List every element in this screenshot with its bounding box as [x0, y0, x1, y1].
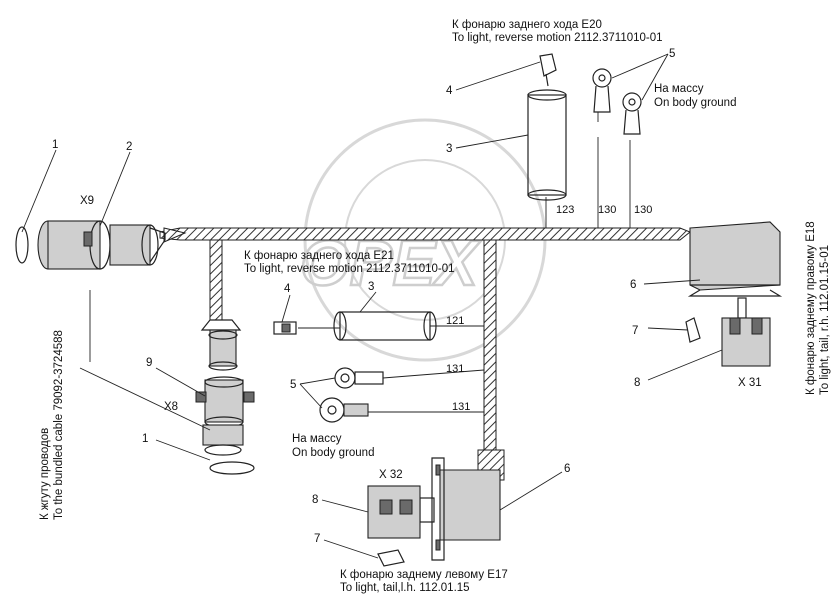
wire-123: 123: [556, 204, 574, 216]
tail-light-left: [367, 449, 505, 561]
label-e18-ru: К фонарю заднему правому E18: [805, 221, 817, 395]
ring-terminals-mid: [319, 367, 485, 423]
leader-lines: [21, 53, 723, 559]
lamp-socket-top: [527, 89, 567, 201]
blade-terminal-top: [539, 53, 557, 87]
callout-8b: 8: [312, 494, 318, 506]
callout-4b: 4: [284, 283, 291, 295]
callout-7b: 7: [314, 533, 320, 545]
main-harness: [159, 137, 691, 456]
callout-8a: 8: [634, 377, 640, 389]
label-e18-en: To light, tail, r.h. 112.01.15-01: [819, 245, 831, 395]
callout-5b: 5: [290, 379, 296, 391]
label-bundle-en: To the bundled cable 79092-3724588: [53, 330, 65, 520]
wire-131b: 131: [452, 401, 470, 413]
wire-numbers: 123 130 130 121 131 131: [446, 204, 652, 413]
callout-6b: 6: [564, 463, 570, 475]
label-ground-mid-en: On body ground: [292, 447, 374, 459]
label-e20-ru: К фонарю заднего хода E20: [452, 19, 602, 31]
tail-light-right: [687, 221, 783, 367]
label-ground-top-ru: На массу: [654, 83, 704, 95]
label-x9: X9: [80, 195, 94, 207]
connector-x9: [15, 220, 166, 270]
callout-2: 2: [126, 141, 132, 153]
annotations: К фонарю заднего хода E20 To light, reve…: [39, 19, 831, 594]
blade-terminal-bottom: [377, 549, 405, 567]
blade-terminal-mid: [273, 321, 297, 335]
lamp-socket-mid: [298, 311, 484, 341]
connector-labels: X9 X8 X 31 X 32: [80, 195, 762, 481]
label-e17-ru: К фонарю заднему левому E17: [340, 569, 508, 581]
label-e17-en: To light, tail,l.h. 112.01.15: [340, 582, 470, 594]
callout-5a: 5: [669, 48, 675, 60]
wire-131a: 131: [446, 363, 464, 375]
label-e21-ru: К фонарю заднего хода E21: [244, 250, 394, 262]
label-e21-en: To light, reverse motion 2112.3711010-01: [244, 263, 455, 275]
label-x31: X 31: [738, 377, 762, 389]
label-x8: X8: [164, 401, 178, 413]
label-ground-top-en: On body ground: [654, 97, 736, 109]
label-bundle-ru: К жгуту проводов: [39, 428, 51, 520]
callout-1b: 1: [142, 433, 148, 445]
wire-121: 121: [446, 315, 464, 327]
callout-7a: 7: [632, 325, 638, 337]
connector-x8: [195, 319, 255, 475]
callout-3b: 3: [368, 281, 374, 293]
label-ground-mid-ru: На массу: [292, 433, 342, 445]
callout-9: 9: [146, 357, 152, 369]
callout-6a: 6: [630, 279, 636, 291]
wire-130a: 130: [598, 204, 616, 216]
callout-1a: 1: [52, 139, 58, 151]
callout-3a: 3: [446, 143, 452, 155]
callouts: 1 2 4 3 5 6 7 8 4 3 5 9 1 6 8 7: [52, 48, 675, 545]
blade-terminal-right: [685, 317, 701, 343]
callout-4a: 4: [446, 85, 453, 97]
label-e20-en: To light, reverse motion 2112.3711010-01: [452, 32, 663, 44]
wire-130b: 130: [634, 204, 652, 216]
label-x32: X 32: [379, 469, 403, 481]
ring-terminals-top: [592, 68, 642, 135]
